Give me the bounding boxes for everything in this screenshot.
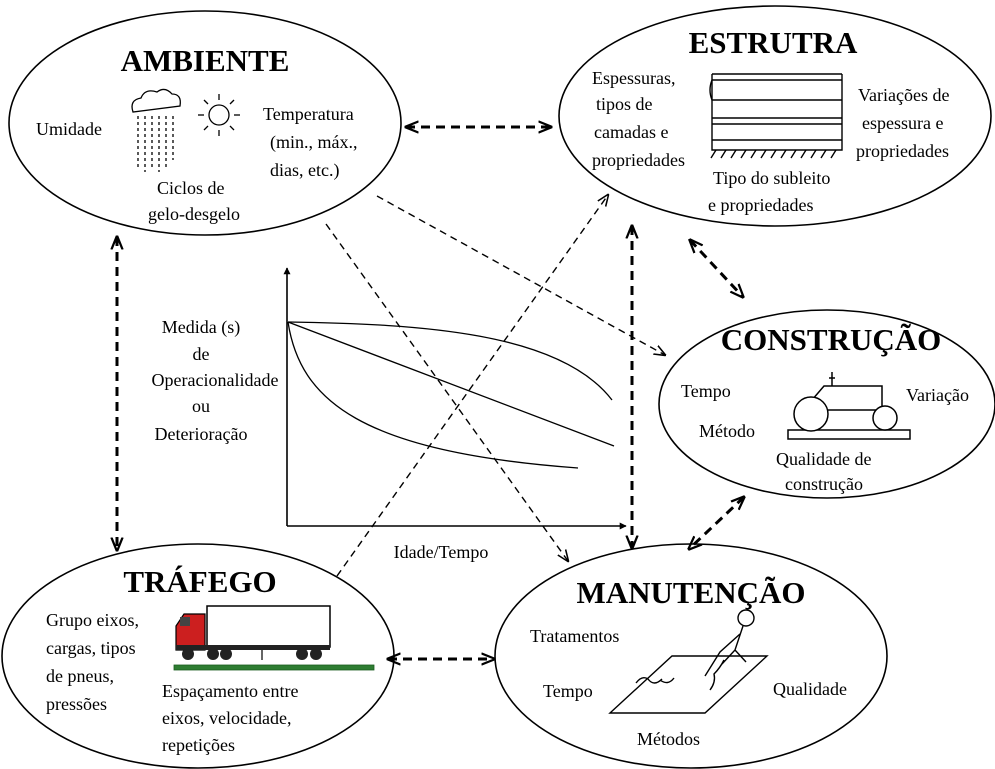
- construcao-tempo: Tempo: [681, 381, 731, 401]
- ambiente-temp-1: Temperatura: [263, 104, 354, 124]
- ambiente-ellipse: [8, 10, 402, 236]
- construcao-variacao: Variação: [906, 385, 969, 405]
- graph-ylabel-1: Medida (s): [162, 317, 240, 338]
- graph-ylabel-3: Operacionalidade: [152, 370, 279, 390]
- graph-ylabel-5: Deterioração: [155, 424, 248, 444]
- sun-icon: [198, 94, 240, 136]
- manutencao-node: MANUTENÇÃO Tratamentos Tempo Qualidade M…: [494, 543, 888, 769]
- estrutura-bottom-1: Tipo do subleito: [713, 168, 830, 188]
- pavement-layers-icon: [709, 73, 843, 159]
- arrow-ambiente-manutencao: [325, 223, 568, 561]
- arrow-estrutura-construcao: [690, 240, 743, 297]
- ambiente-title: AMBIENTE: [121, 43, 290, 78]
- trafego-left-2: cargas, tipos: [46, 638, 136, 658]
- estrutura-left-2: tipos de: [596, 94, 653, 114]
- estrutura-bottom-2: e propriedades: [708, 195, 813, 215]
- arrow-ambiente-construcao: [376, 195, 665, 355]
- ambiente-ciclos-1: Ciclos de: [157, 178, 225, 198]
- estrutura-title: ESTRUTRA: [689, 25, 858, 60]
- arrow-trafego-estrutura: [336, 195, 608, 577]
- estrutura-ellipse: [558, 5, 992, 227]
- trafego-left-1: Grupo eixos,: [46, 610, 139, 630]
- ambiente-umidade: Umidade: [36, 119, 102, 139]
- trafego-left-4: pressões: [46, 694, 107, 714]
- graph-ylabel-4: ou: [192, 396, 210, 416]
- rain-cloud-icon: [131, 88, 181, 172]
- construcao-node: CONSTRUÇÃO Tempo Variação Método Qualida…: [658, 309, 995, 499]
- curve-slow: [287, 321, 613, 401]
- manutencao-title: MANUTENÇÃO: [576, 575, 805, 610]
- graph-ylabel-2: de: [193, 344, 210, 364]
- truck-icon: [173, 605, 375, 671]
- manutencao-qualidade: Qualidade: [773, 679, 847, 699]
- roller-icon: [787, 372, 911, 440]
- curve-fast: [287, 321, 579, 469]
- estrutura-right-2: espessura e: [862, 113, 943, 133]
- estrutura-right-3: propriedades: [856, 141, 949, 161]
- ambiente-temp-2: (min., máx.,: [270, 132, 358, 153]
- construcao-qual-2: construção: [785, 474, 863, 494]
- estrutura-left-1: Espessuras,: [592, 68, 676, 88]
- ambiente-temp-3: dias, etc.): [270, 160, 339, 181]
- trafego-node: TRÁFEGO Grupo eixos, cargas, tipos de pn…: [1, 543, 395, 769]
- worker-icon: [608, 609, 769, 714]
- performance-graph: Medida (s) de Operacionalidade ou Deteri…: [152, 267, 627, 562]
- connectors: [117, 127, 744, 659]
- estrutura-node: ESTRUTRA Espessuras, tipos de camadas e …: [558, 5, 992, 227]
- manutencao-metodos: Métodos: [637, 729, 700, 749]
- trafego-bottom-2: eixos, velocidade,: [162, 708, 291, 728]
- trafego-bottom-1: Espaçamento entre: [162, 681, 298, 701]
- estrutura-left-3: camadas e: [594, 122, 668, 142]
- curve-linear: [287, 321, 615, 447]
- estrutura-left-4: propriedades: [592, 150, 685, 170]
- manutencao-tratamentos: Tratamentos: [530, 626, 619, 646]
- graph-xlabel: Idade/Tempo: [394, 542, 489, 562]
- ambiente-node: AMBIENTE Umidade Temperatura (min., máx.…: [8, 10, 402, 236]
- construcao-metodo: Método: [699, 421, 755, 441]
- trafego-left-3: de pneus,: [46, 666, 114, 686]
- construcao-qual-1: Qualidade de: [776, 449, 871, 469]
- manutencao-tempo: Tempo: [543, 681, 593, 701]
- estrutura-right-1: Variações de: [858, 85, 949, 105]
- trafego-bottom-3: repetições: [162, 735, 235, 755]
- construcao-title: CONSTRUÇÃO: [721, 322, 941, 357]
- ambiente-ciclos-2: gelo-desgelo: [148, 204, 240, 224]
- trafego-title: TRÁFEGO: [123, 564, 276, 599]
- arrow-construcao-manutencao: [689, 497, 744, 549]
